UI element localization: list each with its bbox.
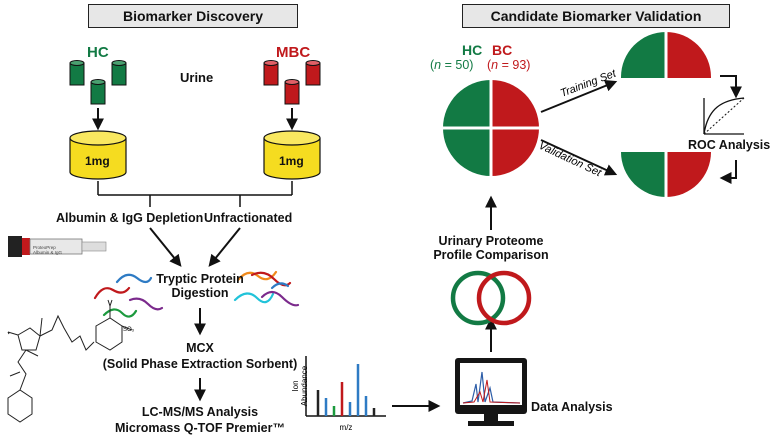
cohort-hc-label: HC xyxy=(462,42,483,58)
validation-set-label: Validation Set xyxy=(537,140,604,180)
sample-split-bracket xyxy=(97,181,293,207)
sorbent-chemical-structure xyxy=(7,299,133,423)
profile-comparison-label: Urinary Proteome Profile Comparison xyxy=(433,234,549,263)
lcms-label: LC-MS/MS Analysis xyxy=(141,405,259,419)
validation-set-pie xyxy=(621,150,711,199)
hc-amount-label: 1mg xyxy=(85,154,110,168)
hc-label: HC xyxy=(87,44,109,61)
mbc-urine-tubes xyxy=(263,60,321,105)
mbc-amount-label: 1mg xyxy=(279,154,304,168)
unfractionated-label: Unfractionated xyxy=(204,211,293,225)
spectrum-y-label: IonAbundance xyxy=(291,365,309,406)
computer-monitor-icon xyxy=(455,358,527,426)
spectrum-x-label: m/z xyxy=(340,423,353,432)
mass-spectrum-plot xyxy=(305,356,386,417)
roc-curve-plot xyxy=(703,97,745,135)
biomarker-discovery-header: Biomarker Discovery xyxy=(88,4,298,28)
hc-sample-cylinder xyxy=(69,130,127,180)
mbc-label: MBC xyxy=(276,44,311,61)
training-set-pie xyxy=(621,30,711,80)
mcx-sub-label: (Solid Phase Extraction Sorbent) xyxy=(102,357,298,371)
digestion-label: Tryptic Protein Digestion xyxy=(156,272,244,301)
candidate-validation-header: Candidate Biomarker Validation xyxy=(462,4,730,28)
peptide-fragments xyxy=(93,270,300,318)
cohort-bc-label: BC xyxy=(492,42,513,58)
so3-label: SO₃ xyxy=(123,327,135,333)
hc-urine-tubes xyxy=(69,60,127,105)
data-analysis-label: Data Analysis xyxy=(531,400,613,414)
cohort-bc-n: (n = 93) xyxy=(487,58,531,72)
depletion-column-image xyxy=(8,236,107,257)
cohort-hc-n: (n = 50) xyxy=(430,58,474,72)
instrument-label: Micromass Q-TOF Premier™ xyxy=(115,421,285,435)
depletion-label: Albumin & IgG Depletion xyxy=(56,211,204,225)
urine-label: Urine xyxy=(180,70,214,85)
cohort-pie xyxy=(441,78,541,178)
roc-analysis-label: ROC Analysis xyxy=(688,138,771,152)
venn-diagram xyxy=(450,270,532,326)
mbc-sample-cylinder xyxy=(263,130,321,180)
mcx-label: MCX xyxy=(186,341,214,355)
